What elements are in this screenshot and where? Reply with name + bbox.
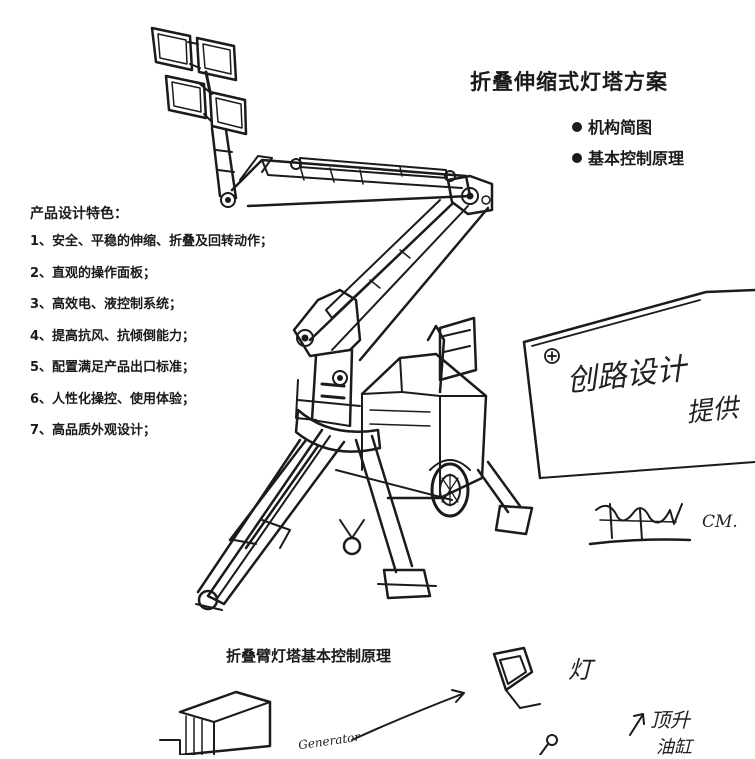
fold-arm-upper bbox=[230, 155, 472, 208]
generator-box bbox=[159, 690, 272, 755]
feature-item: 4、提高抗风、抗倾倒能力； bbox=[30, 328, 196, 344]
bullet-dot-icon bbox=[572, 153, 582, 163]
feature-list: 产品设计特色： 1、安全、平稳的伸缩、折叠及回转动作； 2、直观的操作面板； 3… bbox=[30, 203, 273, 452]
trailer-body bbox=[360, 316, 488, 518]
bullet-control: 基本控制原理 bbox=[572, 146, 684, 177]
feature-item: 5、配置满足产品出口标准； bbox=[30, 360, 196, 375]
feature-item: 6、人性化操控、使用体验； bbox=[30, 391, 196, 407]
control-flow bbox=[351, 646, 645, 755]
elbow-joint bbox=[446, 174, 494, 216]
fold-arm-lower bbox=[308, 199, 490, 362]
feature-item: 7、高品质外观设计； bbox=[30, 423, 157, 438]
bullet-label: 机构简图 bbox=[588, 118, 653, 137]
upper-mast bbox=[210, 126, 238, 208]
floodlight-cluster bbox=[150, 26, 248, 136]
cylinder-label: 油缸 bbox=[656, 737, 692, 758]
feature-heading: 产品设计特色： bbox=[30, 206, 128, 222]
bullet-mechanism: 机构简图 bbox=[572, 115, 684, 146]
outriggers bbox=[195, 428, 534, 611]
feature-item: 2、直观的操作面板； bbox=[30, 265, 157, 281]
feature-item: 1、安全、平稳的伸缩、折叠及回转动作； bbox=[30, 234, 274, 249]
note-box bbox=[522, 288, 755, 480]
lamp-label: 灯 bbox=[568, 656, 592, 684]
note-line-2: 提供 bbox=[684, 393, 740, 429]
signature bbox=[588, 503, 692, 546]
lift-label: 顶升 bbox=[650, 708, 690, 732]
signature-initials: CM. bbox=[702, 512, 738, 532]
bullet-label: 基本控制原理 bbox=[588, 149, 685, 168]
page-title: 折叠伸缩式灯塔方案 bbox=[470, 70, 668, 94]
section-bullets: 机构简图 基本控制原理 bbox=[572, 115, 684, 177]
diagram-subtitle: 折叠臂灯塔基本控制原理 bbox=[226, 647, 392, 665]
bullet-dot-icon bbox=[572, 122, 582, 132]
feature-item: 3、高效电、液控制系统； bbox=[30, 297, 183, 312]
